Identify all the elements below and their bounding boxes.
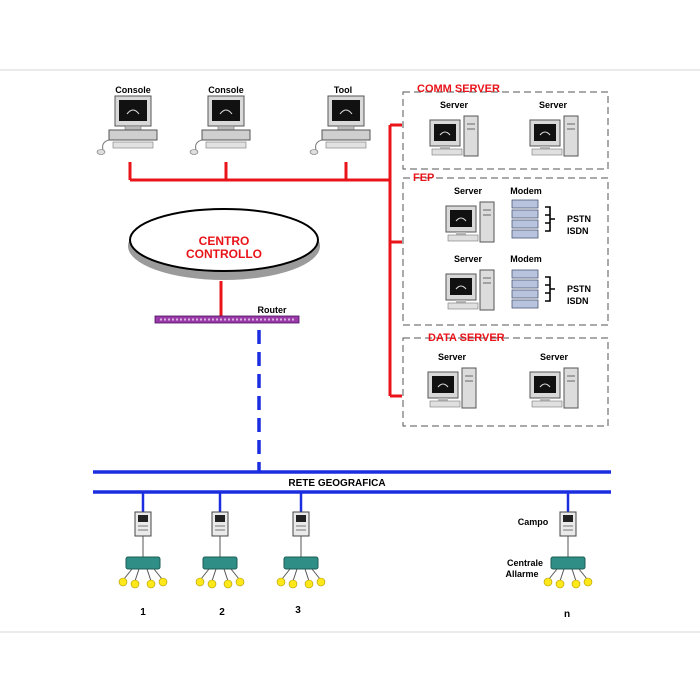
field-panel-2 — [211, 511, 229, 537]
fep-server-1-label: Server — [454, 186, 483, 196]
router-label: Router — [258, 305, 287, 315]
console-workstation-2 — [189, 95, 251, 155]
data-server-1 — [427, 367, 477, 409]
fep-modem-stack-1 — [511, 199, 539, 239]
data-server-title: DATA SERVER — [428, 332, 505, 344]
console-label-2: Console — [208, 85, 244, 95]
fep-bracket-1 — [544, 206, 556, 232]
console-label-1: Console — [115, 85, 151, 95]
comm-server-1-label: Server — [440, 100, 469, 110]
field-drops — [141, 492, 570, 512]
comm-server-2-label: Server — [539, 100, 568, 110]
fep-server-1 — [445, 201, 495, 243]
control-center-line2: CONTROLLO — [186, 247, 262, 261]
fep-pstn-2: PSTN — [567, 284, 591, 294]
fep-server-2 — [445, 269, 495, 311]
alarm-unit-2 — [195, 556, 245, 589]
comm-server-box — [402, 91, 609, 170]
tool-label: Tool — [334, 85, 352, 95]
data-server-1-label: Server — [438, 352, 467, 362]
data-server-2 — [529, 367, 579, 409]
comm-server-title: COMM SERVER — [417, 83, 500, 95]
site-label-3: 3 — [295, 605, 301, 616]
fep-modem-1-label: Modem — [510, 186, 542, 196]
red-lan — [128, 123, 402, 398]
fep-pstn-1: PSTN — [567, 214, 591, 224]
field-panel-n — [559, 511, 577, 537]
campo-label: Campo — [518, 517, 549, 527]
fep-modem-stack-2 — [511, 269, 539, 309]
field-panel-3 — [292, 511, 310, 537]
fep-bracket-2 — [544, 276, 556, 302]
comm-server-2 — [529, 115, 579, 157]
centrale-label-line1: Centrale — [507, 558, 543, 568]
fep-isdn-1: ISDN — [567, 226, 589, 236]
site-label-2: 2 — [219, 607, 225, 618]
control-center-line1: CENTRO — [199, 234, 250, 248]
fep-server-2-label: Server — [454, 254, 483, 264]
console-workstation-1 — [96, 95, 158, 155]
fep-box — [402, 177, 609, 326]
data-server-2-label: Server — [540, 352, 569, 362]
site-label-1: 1 — [140, 607, 146, 618]
field-panel-1 — [134, 511, 152, 537]
fep-title: FEP — [413, 172, 434, 184]
fep-modem-2-label: Modem — [510, 254, 542, 264]
site-label-n: n — [564, 609, 570, 620]
centrale-label-line2: Allarme — [505, 569, 538, 579]
comm-server-1 — [429, 115, 479, 157]
router-device — [154, 315, 300, 324]
wan-bus — [93, 470, 611, 494]
alarm-unit-n — [543, 556, 593, 589]
wan-label: RETE GEOGRAFICA — [288, 478, 385, 489]
fep-isdn-2: ISDN — [567, 296, 589, 306]
panel-alarm-links — [142, 536, 569, 557]
alarm-unit-1 — [118, 556, 168, 589]
control-center-ring — [128, 208, 320, 280]
tool-workstation — [309, 95, 371, 155]
alarm-unit-3 — [276, 556, 326, 589]
data-server-box — [402, 337, 609, 427]
